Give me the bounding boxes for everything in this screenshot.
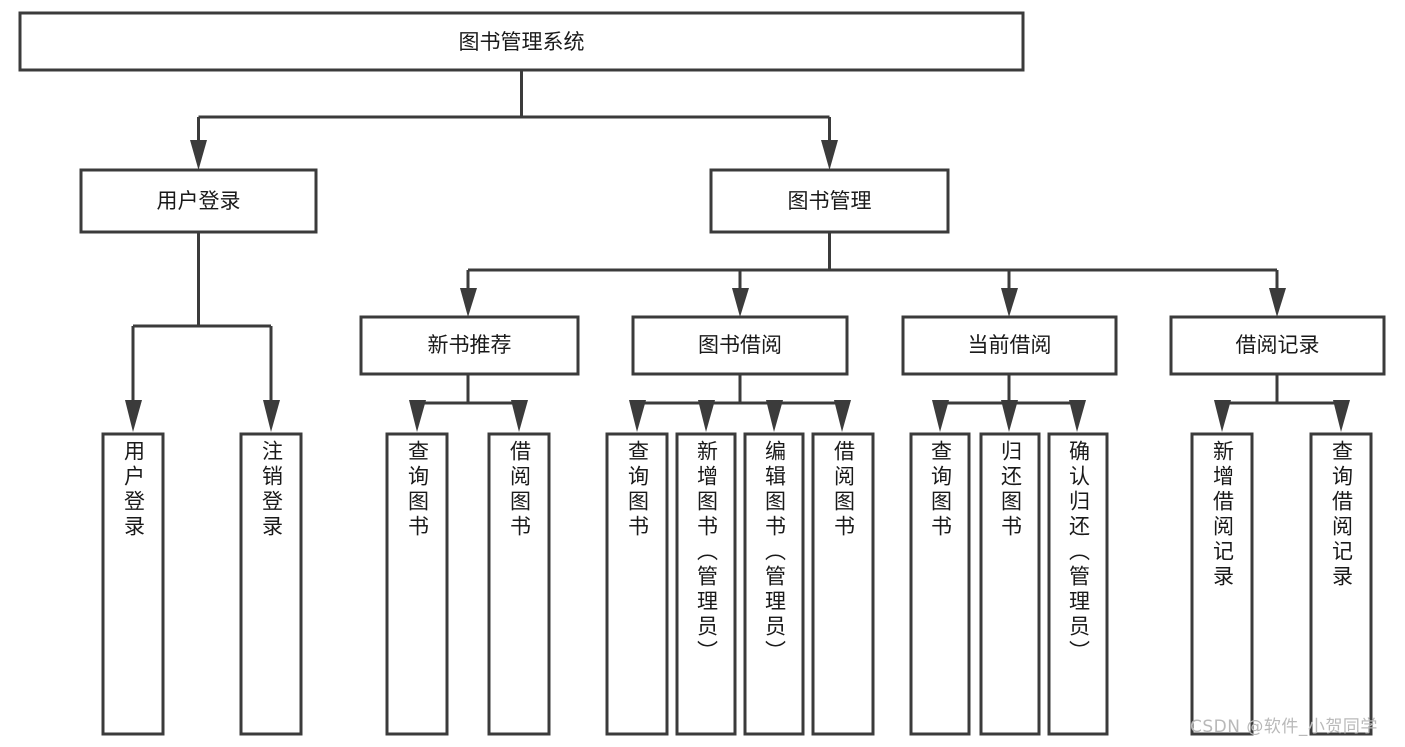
leaf-box-user-login[interactable] — [101, 432, 165, 736]
leaf-box-query-record[interactable] — [1309, 432, 1373, 736]
arrow-head-leaf-borrow-book-1 — [511, 400, 528, 432]
leaf-boxes — [101, 432, 1373, 736]
node-user-login[interactable]: 用户登录 — [79, 168, 318, 234]
arrow-head-leaf-return-book — [1001, 400, 1018, 432]
arrow-head-leaf-logout — [263, 400, 280, 432]
leaf-box-logout[interactable] — [239, 432, 303, 736]
leaf-label-return-book: 归还图书 — [998, 440, 1023, 540]
connector-group-bookmanage — [460, 232, 1286, 317]
leaf-label-add-book-wrap[interactable]: 新增图书（管理员） — [677, 434, 735, 734]
connector-group-userlogin — [125, 232, 280, 432]
leaf-box-return-book[interactable] — [979, 432, 1041, 736]
leaf-label-borrow-book-1: 借阅图书 — [507, 440, 532, 540]
node-book-borrow-label: 图书借阅 — [698, 333, 782, 357]
leaf-label-return-book-wrap[interactable]: 归还图书 — [981, 434, 1039, 734]
leaf-box-borrow-book-2[interactable] — [811, 432, 875, 736]
leaf-box-borrow-book-1[interactable] — [487, 432, 551, 736]
leaf-label-edit-book: 编辑图书（管理员） — [762, 440, 787, 665]
arrow-head-book-borrow — [732, 288, 749, 317]
node-current-borrow-box[interactable] — [901, 315, 1118, 376]
arrow-head-leaf-query-book-3 — [932, 400, 949, 432]
leaf-box-edit-book[interactable] — [743, 432, 805, 736]
leaf-label-query-book-1: 查询图书 — [405, 440, 430, 540]
node-new-book-rec[interactable]: 新书推荐 — [359, 315, 580, 376]
leaf-label-add-book: 新增图书（管理员） — [694, 440, 719, 665]
arrow-head-leaf-edit-book — [766, 400, 783, 432]
node-book-borrow[interactable]: 图书借阅 — [631, 315, 849, 376]
arrow-head-leaf-borrow-book-2 — [834, 400, 851, 432]
arrow-head-userlogin — [190, 140, 207, 170]
arrow-head-leaf-query-record — [1333, 400, 1350, 432]
leaf-label-logout: 注销登录 — [259, 440, 284, 540]
connector-group-borrowrecord — [1214, 374, 1350, 432]
node-book-manage-label: 图书管理 — [788, 189, 872, 213]
leaf-label-add-record-wrap[interactable]: 新增借阅记录 — [1192, 434, 1252, 734]
node-new-book-rec-box[interactable] — [359, 315, 580, 376]
leaf-label-user-login: 用户登录 — [121, 440, 146, 540]
leaf-label-borrow-book-1-wrap[interactable]: 借阅图书 — [489, 434, 549, 734]
arrow-head-leaf-user-login — [125, 400, 142, 432]
leaf-label-query-book-3: 查询图书 — [928, 440, 953, 540]
connector-group-newbookrec — [409, 374, 528, 432]
node-root-box[interactable] — [18, 11, 1025, 72]
leaf-label-query-book-2: 查询图书 — [625, 440, 650, 540]
leaf-label-query-book-3-wrap[interactable]: 查询图书 — [911, 434, 969, 734]
node-new-book-rec-label: 新书推荐 — [428, 333, 512, 357]
connector-group-bookborrow — [629, 374, 851, 432]
arrow-head-bookmanage — [821, 140, 838, 170]
node-root[interactable]: 图书管理系统 — [18, 11, 1025, 72]
leaf-label-confirm-return: 确认归还（管理员） — [1066, 440, 1091, 665]
leaf-label-user-login-wrap[interactable]: 用户登录 — [103, 434, 163, 734]
arrow-head-new-book-rec — [460, 288, 477, 317]
node-borrow-record-label: 借阅记录 — [1236, 333, 1320, 357]
node-book-manage[interactable]: 图书管理 — [709, 168, 950, 234]
leaf-box-add-book[interactable] — [675, 432, 737, 736]
node-user-login-label: 用户登录 — [157, 189, 241, 213]
connector-group-currentborrow — [932, 374, 1086, 432]
arrow-head-leaf-add-book — [698, 400, 715, 432]
arrow-head-leaf-add-record — [1214, 400, 1231, 432]
leaf-label-borrow-book-2: 借阅图书 — [831, 440, 856, 540]
arrow-head-leaf-confirm-return — [1069, 400, 1086, 432]
node-root-label: 图书管理系统 — [459, 30, 585, 54]
node-current-borrow[interactable]: 当前借阅 — [901, 315, 1118, 376]
leaf-label-query-book-2-wrap[interactable]: 查询图书 — [607, 434, 667, 734]
leaf-label-query-book-1-wrap[interactable]: 查询图书 — [387, 434, 447, 734]
node-borrow-record[interactable]: 借阅记录 — [1169, 315, 1386, 376]
leaf-label-confirm-return-wrap[interactable]: 确认归还（管理员） — [1049, 434, 1107, 734]
leaf-label-borrow-book-2-wrap[interactable]: 借阅图书 — [813, 434, 873, 734]
node-user-login-box[interactable] — [79, 168, 318, 234]
leaf-box-query-book-2[interactable] — [605, 432, 669, 736]
leaf-label-query-record: 查询借阅记录 — [1329, 440, 1354, 590]
leaf-box-add-record[interactable] — [1190, 432, 1254, 736]
csdn-watermark: CSDN @软件_小贺同学 — [1190, 717, 1378, 737]
leaf-label-edit-book-wrap[interactable]: 编辑图书（管理员） — [745, 434, 803, 734]
leaf-box-confirm-return[interactable] — [1047, 432, 1109, 736]
arrow-head-leaf-query-book-1 — [409, 400, 426, 432]
node-current-borrow-label: 当前借阅 — [968, 333, 1052, 357]
leaf-label-logout-wrap[interactable]: 注销登录 — [241, 434, 301, 734]
arrow-head-leaf-query-book-2 — [629, 400, 646, 432]
arrow-head-borrow-record — [1269, 288, 1286, 317]
node-book-manage-box[interactable] — [709, 168, 950, 234]
connector-group-root — [190, 70, 838, 170]
arrow-head-current-borrow — [1001, 288, 1018, 317]
node-book-borrow-box[interactable] — [631, 315, 849, 376]
leaf-box-query-book-3[interactable] — [909, 432, 971, 736]
node-borrow-record-box[interactable] — [1169, 315, 1386, 376]
leaf-box-query-book-1[interactable] — [385, 432, 449, 736]
leaf-label-add-record: 新增借阅记录 — [1210, 440, 1235, 590]
leaf-label-query-record-wrap[interactable]: 查询借阅记录 — [1311, 434, 1371, 734]
